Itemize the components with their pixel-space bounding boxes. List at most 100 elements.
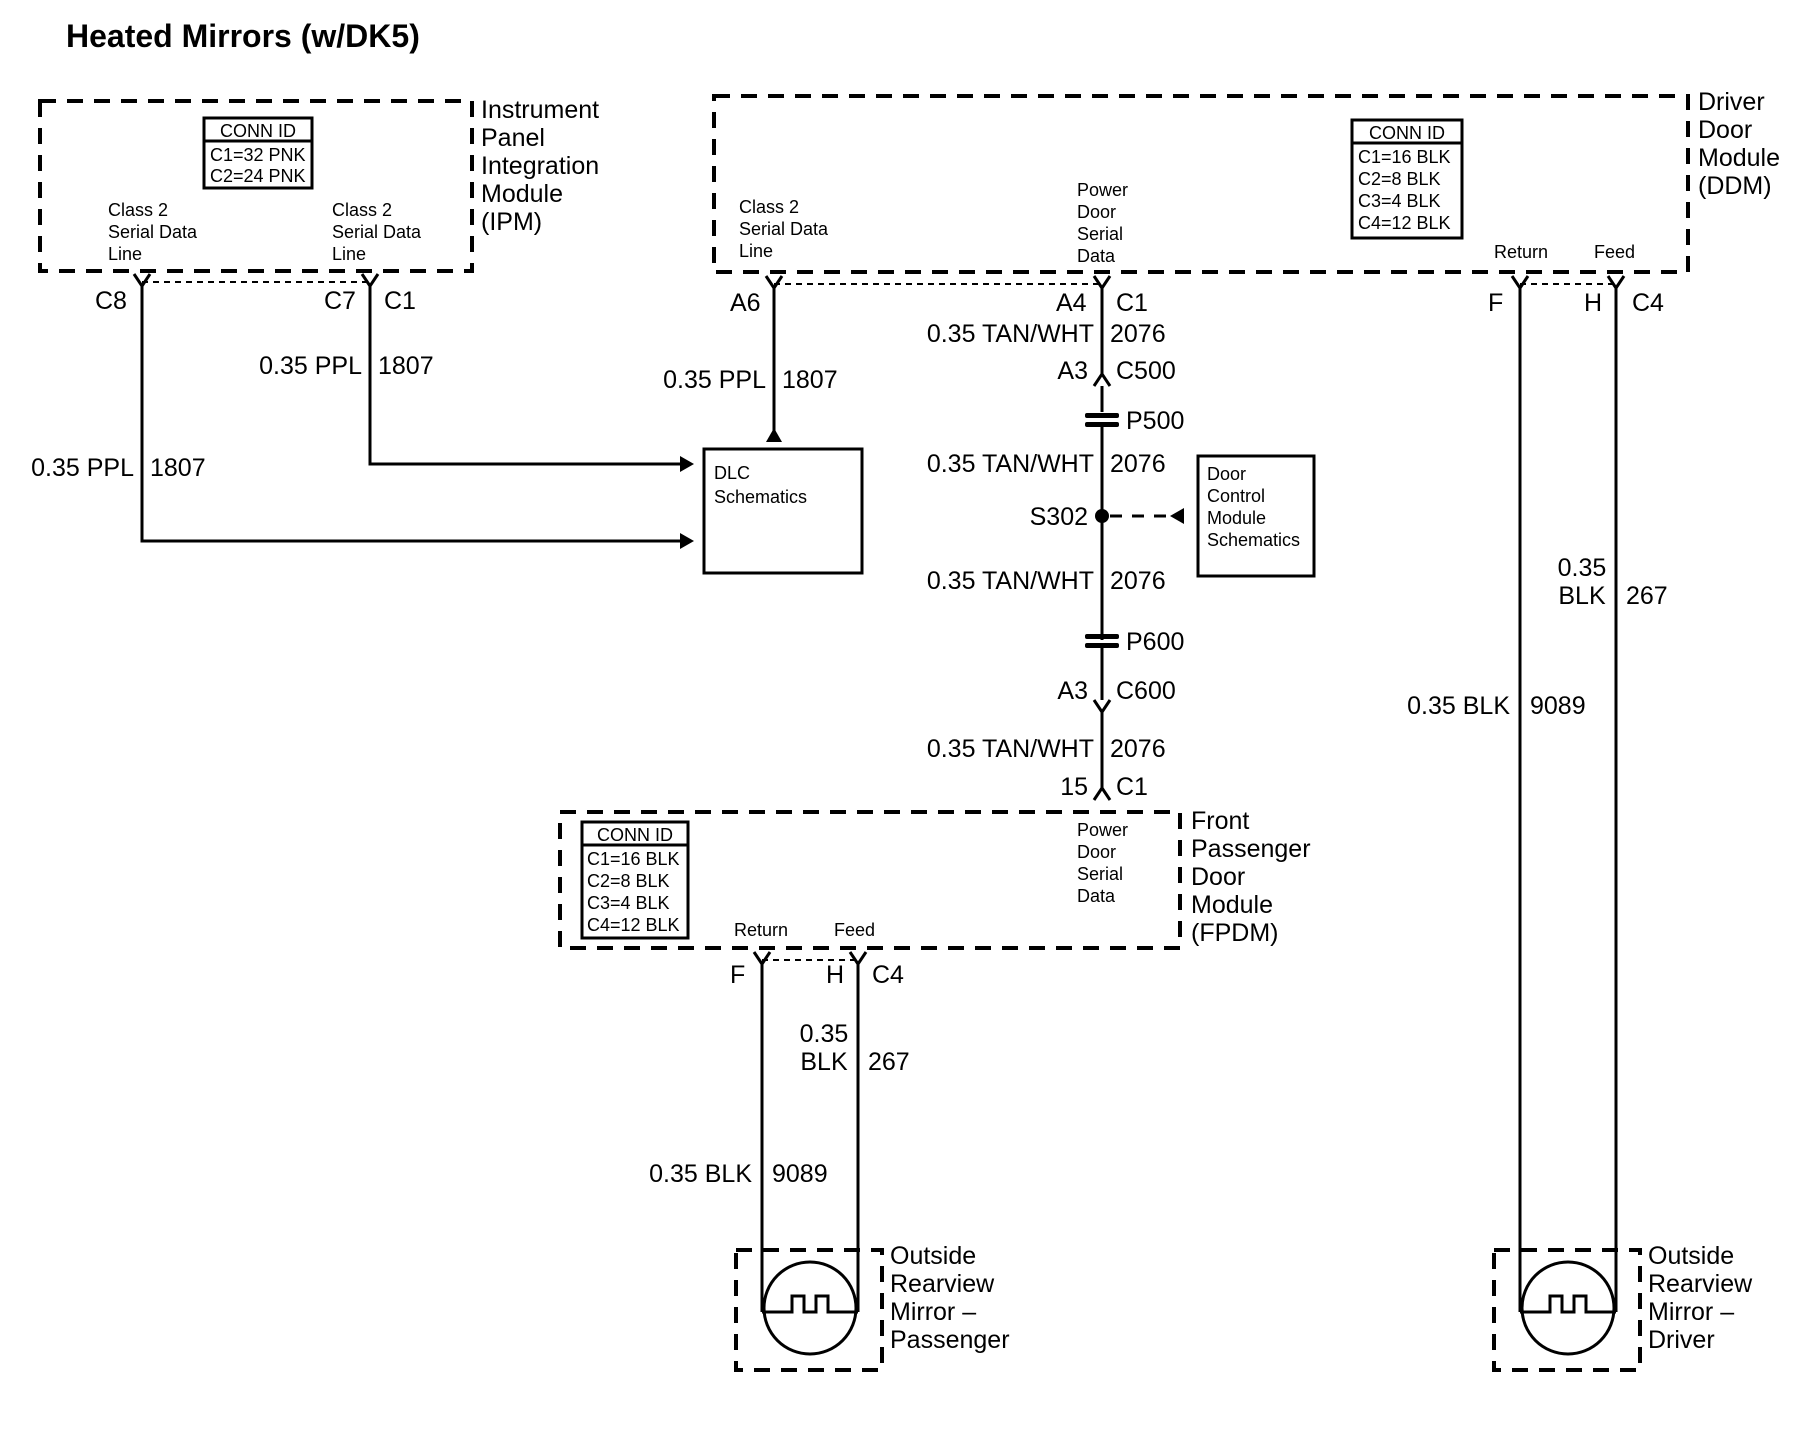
- ddm-pdsd-label: Serial: [1077, 224, 1123, 244]
- wire-circuit-label: 2076: [1110, 567, 1166, 595]
- wire-circuit-label: 2076: [1110, 450, 1166, 478]
- wire-circuit-label: 9089: [772, 1160, 828, 1188]
- wire-color-label: 0.35 PPL: [31, 454, 134, 482]
- fpdm-pin-f: F: [730, 961, 745, 989]
- ipm-name: Integration: [481, 152, 599, 180]
- ddm-pdsd-label: Door: [1077, 202, 1116, 222]
- wire-color-label: 0.35 TAN/WHT: [927, 735, 1094, 763]
- ipm-outline: [38, 99, 474, 273]
- ddm-outline: [712, 94, 1690, 274]
- fpdm-name: (FPDM): [1191, 919, 1278, 947]
- fpdm-conn-id-box: [580, 820, 690, 940]
- ipm-pin-label-right: Serial Data: [332, 222, 422, 242]
- inline-c500: C500: [1116, 357, 1176, 385]
- heater-element-icon: [762, 1260, 858, 1356]
- p500-pass-through-icon: [1085, 413, 1119, 427]
- ipm-module: CONN ID C1=32 PNK C2=24 PNK Class 2 Seri…: [38, 96, 599, 315]
- ipm-conn-id-header: CONN ID: [220, 121, 296, 141]
- wire-ipm-c7: [368, 286, 690, 466]
- ipm-name: Module: [481, 180, 563, 208]
- fpdm-pin-h: H: [826, 961, 844, 989]
- ipm-pin-label-left: Line: [108, 244, 142, 264]
- arrow-to-dlc-up: [766, 428, 782, 442]
- ddm-conn-id-row: C3=4 BLK: [1358, 191, 1441, 211]
- inline-p500: P500: [1126, 407, 1184, 435]
- ipm-pin-label-left: Serial Data: [108, 222, 198, 242]
- heater-grid-icon: [762, 1294, 858, 1314]
- wire-color-label: 0.35 BLK: [1407, 692, 1510, 720]
- wire-color-label: 0.35 TAN/WHT: [927, 567, 1094, 595]
- ddm-pin-h-symbol: [1606, 275, 1626, 291]
- ddm-pin-a6: A6: [730, 289, 761, 317]
- inline-p600: P600: [1126, 628, 1184, 656]
- fpdm-pin-15-symbol: [1092, 785, 1112, 801]
- ipm-pin-c7: C7: [324, 287, 356, 315]
- fpdm-conn-id-row: C4=12 BLK: [587, 915, 680, 935]
- dcm-label: Module: [1207, 508, 1266, 528]
- ddm-pin-f: F: [1488, 289, 1503, 317]
- diagram-title: Heated Mirrors (w/DK5): [66, 18, 420, 54]
- ddm-feed-label: Feed: [1594, 242, 1635, 262]
- mirror-driver-label: Driver: [1648, 1326, 1715, 1354]
- ipm-conn-id-row: C1=32 PNK: [210, 145, 306, 165]
- wire-circuit-label: 1807: [782, 366, 838, 394]
- inline-a3-c600: A3: [1057, 677, 1088, 705]
- ddm-pin-a6-symbol: [764, 275, 784, 291]
- heater-grid-icon: [1520, 1294, 1616, 1314]
- ddm-name: Door: [1698, 116, 1752, 144]
- ipm-pin-label-right: Line: [332, 244, 366, 264]
- c500-connector-symbol: [1092, 371, 1112, 387]
- ipm-pin-c8-symbol: [132, 273, 152, 289]
- fpdm-name: Front: [1191, 807, 1249, 835]
- ddm-pdsd-label: Power: [1077, 180, 1128, 200]
- heater-element-icon: [1520, 1260, 1616, 1356]
- ddm-conn-c1: C1: [1116, 289, 1148, 317]
- ddm-conn-id-row: C1=16 BLK: [1358, 147, 1451, 167]
- wire-size-label: 0.35: [800, 1020, 849, 1048]
- wire-ipm-c8: [140, 286, 690, 543]
- dlc-schematics-box[interactable]: DLC Schematics: [702, 447, 864, 575]
- arrow-to-dlc: [680, 456, 694, 472]
- fpdm-module: CONN ID C1=16 BLK C2=8 BLK C3=4 BLK C4=1…: [558, 807, 1311, 989]
- ddm-pin-a4: A4: [1056, 289, 1087, 317]
- wire-color-label: 0.35 PPL: [663, 366, 766, 394]
- ddm-pin-h: H: [1584, 289, 1602, 317]
- splice-s302: S302: [1030, 503, 1088, 531]
- ipm-name: (IPM): [481, 208, 542, 236]
- mirror-passenger-label: Mirror –: [890, 1298, 976, 1326]
- fpdm-conn-id-row: C1=16 BLK: [587, 849, 680, 869]
- ddm-module: CONN ID C1=16 BLK C2=8 BLK C3=4 BLK C4=1…: [712, 88, 1780, 317]
- ddm-name: (DDM): [1698, 172, 1772, 200]
- wire-color-label: 0.35 BLK: [649, 1160, 752, 1188]
- door-control-module-schematics-box[interactable]: Door Control Module Schematics: [1196, 454, 1316, 578]
- wire-circuit-label: 267: [868, 1048, 910, 1076]
- fpdm-pdsd-label: Data: [1077, 886, 1116, 906]
- ipm-conn-id-box: [202, 116, 314, 190]
- ipm-pin-label-right: Class 2: [332, 200, 392, 220]
- arrow-to-dcm: [1170, 508, 1184, 524]
- ddm-class2-label: Line: [739, 241, 773, 261]
- ddm-class2-label: Class 2: [739, 197, 799, 217]
- ddm-name: Driver: [1698, 88, 1765, 116]
- fpdm-conn-c4: C4: [872, 961, 904, 989]
- p600-pass-through-icon: [1085, 634, 1119, 648]
- mirror-passenger-label: Rearview: [890, 1270, 995, 1298]
- outside-mirror-passenger: Outside Rearview Mirror – Passenger: [734, 1242, 1010, 1372]
- mirror-driver-label: Outside: [1648, 1242, 1734, 1270]
- fpdm-pdsd-label: Serial: [1077, 864, 1123, 884]
- dlc-label: Schematics: [714, 487, 807, 507]
- wire-circuit-label: 1807: [378, 352, 434, 380]
- fpdm-feed-label: Feed: [834, 920, 875, 940]
- wire-color-label: 0.35 TAN/WHT: [927, 320, 1094, 348]
- s302-splice-dot: [1095, 509, 1109, 523]
- fpdm-pdsd-label: Door: [1077, 842, 1116, 862]
- wire-circuit-label: 2076: [1110, 735, 1166, 763]
- wire-size-label: 0.35: [1558, 554, 1607, 582]
- fpdm-pin-f-symbol: [752, 951, 772, 967]
- fpdm-pdsd-label: Power: [1077, 820, 1128, 840]
- wire-circuit-label: 1807: [150, 454, 206, 482]
- fpdm-name: Door: [1191, 863, 1245, 891]
- fpdm-conn-id-row: C3=4 BLK: [587, 893, 670, 913]
- ipm-name: Instrument: [481, 96, 599, 124]
